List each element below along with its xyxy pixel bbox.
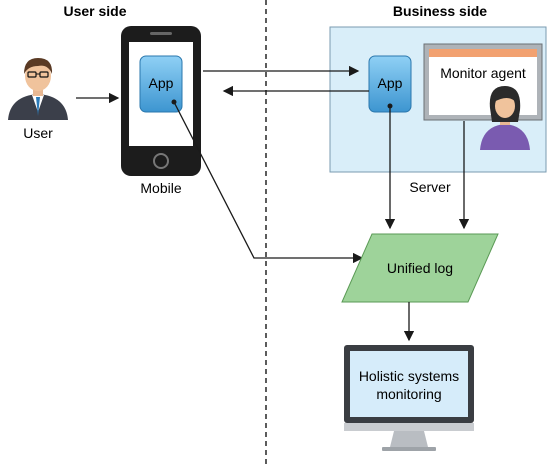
server-app-label: App: [378, 75, 403, 91]
business-side-heading: Business side: [393, 3, 487, 19]
user-label: User: [23, 125, 53, 141]
agent-person-icon: [480, 86, 530, 150]
mobile-label: Mobile: [140, 180, 181, 196]
monitoring-display-icon: [344, 345, 474, 451]
mobile-to-log-arrow: [173, 101, 364, 264]
monitor-agent-label: Monitor agent: [440, 65, 526, 81]
server-label: Server: [409, 179, 451, 195]
monitoring-label-line1: Holistic systems: [359, 368, 459, 384]
user-icon: [8, 58, 68, 120]
unified-log-label: Unified log: [387, 260, 453, 276]
unified-log-shape: [341, 233, 499, 303]
monitor-agent-window: [423, 43, 543, 121]
monitoring-label-line2: monitoring: [376, 386, 441, 402]
user-side-heading: User side: [63, 3, 126, 19]
mobile-app-icon: [139, 55, 183, 113]
mobile-app-label: App: [149, 75, 174, 91]
